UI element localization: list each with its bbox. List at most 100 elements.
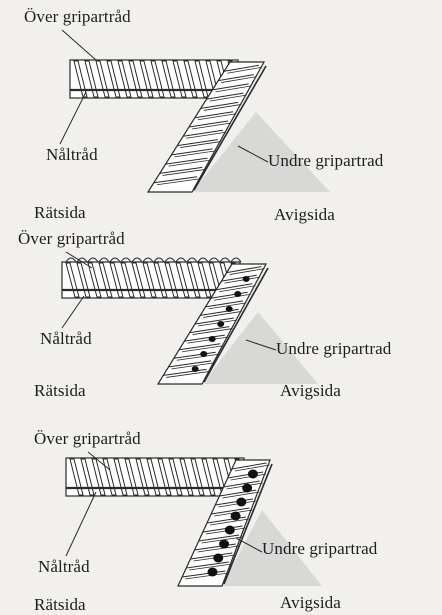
needle-point-3 bbox=[247, 469, 258, 479]
wrap-stroke-1 bbox=[128, 60, 143, 98]
top-loop-2 bbox=[109, 257, 121, 263]
leg-rung-inner-3 bbox=[185, 572, 229, 580]
leg-rung-2 bbox=[205, 300, 244, 308]
leg-rung-inner-1 bbox=[168, 159, 211, 167]
leg-rung-3 bbox=[211, 507, 250, 515]
leg-rung-inner-2 bbox=[229, 268, 265, 275]
leader-line-2 bbox=[59, 91, 87, 145]
needle-point-2 bbox=[234, 291, 242, 297]
wrap-stroke-3 bbox=[135, 458, 150, 496]
leg-rung-2 bbox=[173, 351, 216, 359]
wrap-stroke-3 bbox=[102, 458, 117, 496]
leg-rung-inner-1 bbox=[191, 122, 232, 130]
leg-rung-inner-1 bbox=[203, 104, 242, 111]
top-loop-2 bbox=[186, 257, 198, 263]
leg-rung-inner-2 bbox=[166, 371, 210, 378]
wrap-stroke-2 bbox=[65, 262, 80, 298]
leg-rung-inner-3 bbox=[222, 491, 260, 499]
needle-point-3 bbox=[230, 511, 241, 521]
top-loop-2 bbox=[208, 257, 220, 263]
leg-rung-inner-2 bbox=[176, 353, 219, 361]
upper-looper-band-3 bbox=[65, 457, 250, 497]
lower-looper-edge-3 bbox=[223, 463, 273, 585]
label-wrong-side-2: Avigsida bbox=[280, 381, 341, 400]
leg-rung-inner-3 bbox=[189, 563, 232, 571]
leg-rung-inner-1 bbox=[186, 131, 226, 139]
label-needle-thread-2: Nåltråd bbox=[40, 329, 92, 348]
fabric-shading-layer bbox=[192, 112, 330, 586]
wrap-stroke-1 bbox=[183, 60, 198, 98]
leg-rung-inner-3 bbox=[230, 473, 267, 481]
leg-rung-3 bbox=[182, 570, 226, 578]
leg-rung-inner-3 bbox=[209, 518, 250, 526]
top-loop-2 bbox=[230, 257, 242, 263]
wrap-stroke-2 bbox=[76, 262, 91, 298]
wrap-stroke-2 bbox=[120, 262, 135, 298]
needle-point-2 bbox=[208, 336, 216, 342]
leg-rung-2 bbox=[210, 291, 248, 299]
wrap-stroke-1 bbox=[161, 60, 176, 98]
wrap-stroke-3 bbox=[124, 458, 139, 496]
leg-rung-1 bbox=[159, 166, 203, 174]
leg-rung-1 bbox=[183, 129, 223, 137]
leg-rung-2 bbox=[189, 326, 230, 334]
leg-rung-2 bbox=[163, 368, 207, 376]
wrap-stroke-2 bbox=[131, 262, 146, 298]
leader-line-5 bbox=[61, 295, 85, 329]
leg-rung-inner-2 bbox=[203, 311, 242, 318]
leg-rung-2 bbox=[194, 317, 235, 325]
top-loop-2 bbox=[131, 257, 143, 263]
wrap-stroke-2 bbox=[109, 262, 124, 298]
label-right-side-2: Rätsida bbox=[34, 381, 86, 400]
leg-rung-inner-1 bbox=[209, 94, 247, 102]
leg-rung-1 bbox=[206, 92, 244, 100]
leg-rung-inner-1 bbox=[162, 169, 206, 176]
leg-rung-3 bbox=[190, 552, 233, 560]
leg-rung-1 bbox=[218, 74, 254, 82]
leg-rung-inner-2 bbox=[208, 302, 247, 310]
diagonal-leg-3 bbox=[177, 459, 273, 587]
leg-rung-1 bbox=[200, 101, 239, 109]
leg-rung-3 bbox=[198, 534, 240, 542]
top-loop-2 bbox=[142, 257, 154, 263]
leg-rung-3 bbox=[223, 480, 260, 488]
needle-point-3 bbox=[242, 483, 253, 493]
top-loop-2 bbox=[197, 257, 209, 263]
leg-rung-2 bbox=[168, 360, 212, 368]
needle-point-3 bbox=[219, 539, 230, 549]
leg-rung-inner-1 bbox=[174, 150, 216, 158]
wrap-stroke-1 bbox=[84, 60, 99, 98]
wrap-stroke-1 bbox=[150, 60, 165, 98]
leader-line-6 bbox=[245, 339, 277, 351]
wrap-stroke-2 bbox=[98, 262, 113, 298]
wrap-stroke-1 bbox=[139, 60, 154, 98]
leg-rung-1 bbox=[177, 139, 218, 147]
top-loop-2 bbox=[65, 257, 77, 263]
leg-rung-inner-2 bbox=[219, 285, 256, 293]
label-upper-looper-2: Över gripartråd bbox=[18, 229, 125, 248]
leg-rung-1 bbox=[165, 157, 208, 165]
wrap-stroke-1 bbox=[106, 60, 121, 98]
leader-line-7 bbox=[87, 451, 111, 471]
label-right-side-1: Rätsida bbox=[34, 203, 86, 222]
needle-point-2 bbox=[191, 366, 199, 372]
leg-rung-inner-2 bbox=[192, 328, 233, 335]
wrong-side-fabric-1 bbox=[192, 112, 330, 192]
top-loop-2 bbox=[120, 257, 132, 263]
needle-point-2 bbox=[242, 276, 250, 282]
wrap-stroke-3 bbox=[146, 458, 161, 496]
leg-rung-2 bbox=[179, 343, 221, 351]
wrap-stroke-3 bbox=[201, 458, 216, 496]
lower-looper-edge-2 bbox=[203, 267, 269, 383]
label-needle-thread-3: Nåltråd bbox=[38, 557, 90, 576]
top-loop-2 bbox=[219, 257, 231, 263]
leg-rung-inner-1 bbox=[215, 85, 252, 93]
wrap-stroke-3 bbox=[179, 458, 194, 496]
upper-looper-band-2 bbox=[61, 257, 246, 299]
leg-rung-inner-1 bbox=[227, 66, 262, 74]
wrap-stroke-3 bbox=[113, 458, 128, 496]
diagonal-leg-1 bbox=[146, 61, 267, 193]
leader-line-layer bbox=[59, 29, 277, 557]
leader-line-3 bbox=[237, 145, 269, 163]
